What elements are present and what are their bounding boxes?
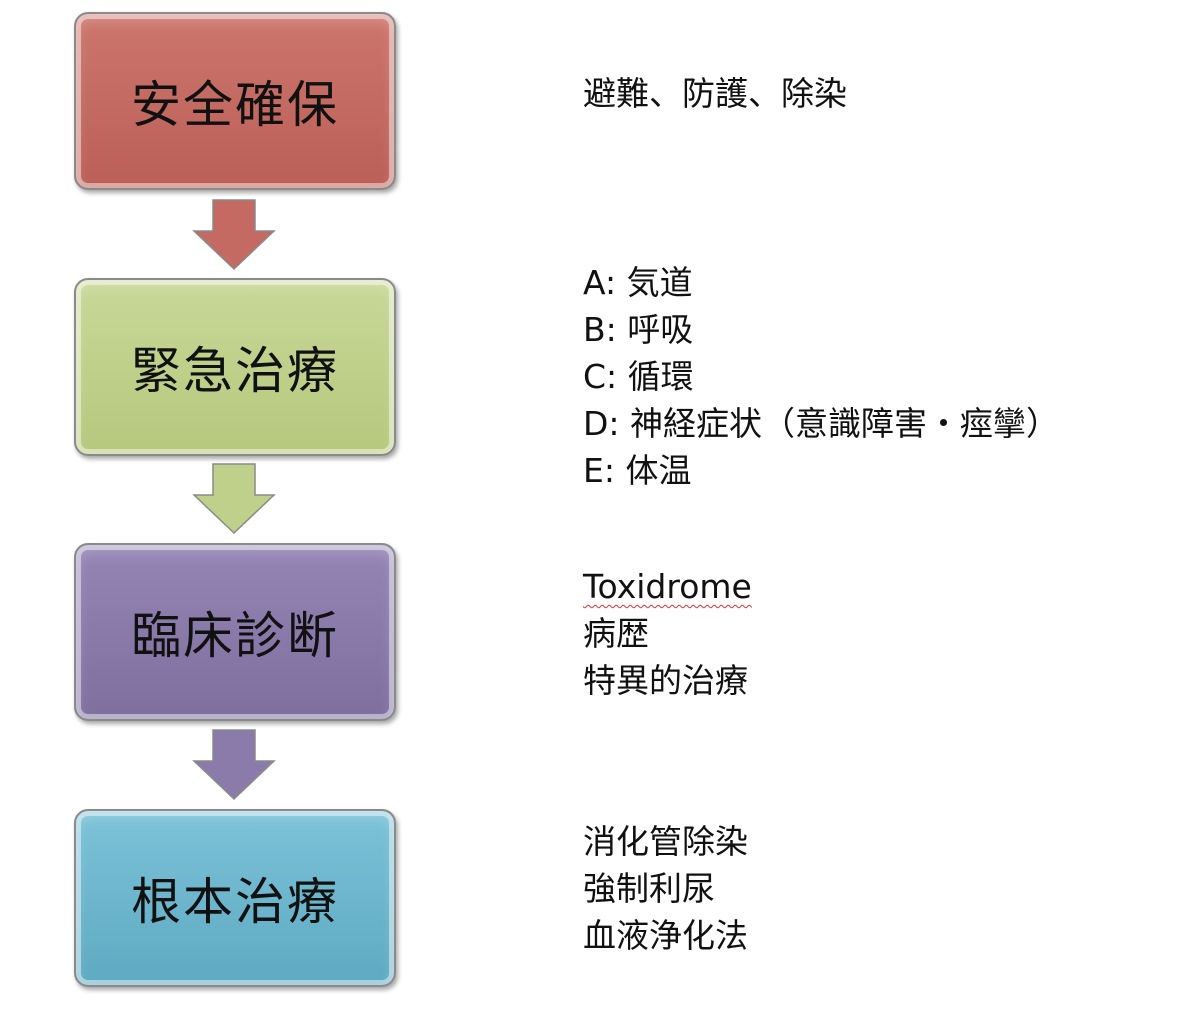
arrow-down-icon-3 [192,729,276,801]
step-label-diagnosis: 臨床診断 [131,607,339,665]
step-box-emergency: 緊急治療 [74,278,396,456]
details-definitive: 消化管除染 強制利尿 血液浄化法 [583,818,748,959]
detail-line: B: 呼吸 [583,310,694,349]
detail-line: 特異的治療 [583,661,748,700]
details-safety: 避難、防護、除染 [583,70,847,117]
details-emergency: A: 気道 B: 呼吸 C: 循環 D: 神経症状（意識障害・痙攣） E: 体温 [583,259,1059,494]
step-box-safety: 安全確保 [74,12,396,190]
detail-line: A: 気道 [583,263,693,302]
toxidrome-term: Toxidrome [583,567,752,606]
step-box-definitive: 根本治療 [74,809,396,987]
detail-line: 血液浄化法 [583,916,748,955]
detail-line: E: 体温 [583,451,692,490]
step-label-definitive: 根本治療 [131,873,339,931]
detail-line: D: 神経症状（意識障害・痙攣） [583,404,1060,443]
detail-line: 強制利尿 [583,869,715,908]
arrow-down-icon-2 [192,463,276,535]
detail-line: 病歴 [583,614,649,653]
step-box-diagnosis: 臨床診断 [74,543,396,721]
detail-line: C: 循環 [583,357,694,396]
detail-line: 避難、防護、除染 [583,74,847,113]
detail-line: Toxidrome [583,563,752,610]
step-label-emergency: 緊急治療 [131,342,339,400]
step-label-safety: 安全確保 [131,76,339,134]
details-diagnosis: Toxidrome 病歴 特異的治療 [583,563,752,704]
arrow-down-icon-1 [192,199,276,271]
detail-line: 消化管除染 [583,822,748,861]
